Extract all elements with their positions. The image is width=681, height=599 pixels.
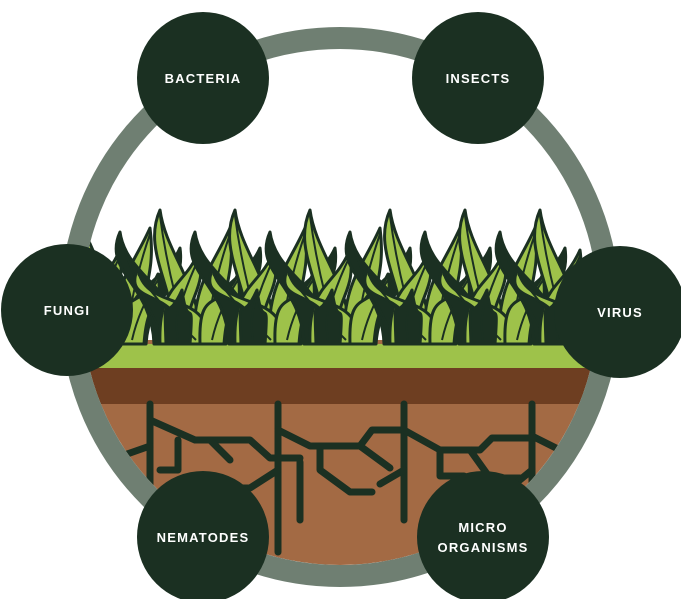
- lawn-illustration: [82, 208, 598, 565]
- node-micro-organisms: MICRO ORGANISMS: [417, 471, 549, 599]
- root-3: [156, 436, 182, 474]
- node-virus-circle: [554, 246, 681, 378]
- node-fungi-circle: [1, 244, 133, 376]
- node-micro-organisms-circle: [417, 471, 549, 599]
- ground-line: [82, 344, 598, 368]
- node-micro-organisms-label-line-1: MICRO: [458, 520, 507, 535]
- grass-vein-32: [325, 295, 333, 341]
- node-fungi-label: FUNGI: [44, 303, 90, 318]
- grass-blade-32: [313, 288, 343, 346]
- grass-vein-24: [250, 295, 258, 341]
- node-fungi: FUNGI: [1, 244, 133, 376]
- root-7: [316, 442, 376, 496]
- node-nematodes-label: NEMATODES: [157, 530, 250, 545]
- node-insects-label: INSECTS: [446, 71, 511, 86]
- grass-vein-16: [175, 295, 183, 341]
- node-virus-label: VIRUS: [597, 305, 643, 320]
- node-insects: INSECTS: [412, 12, 544, 144]
- root-11: [400, 426, 534, 454]
- grass-blade-40: [393, 288, 423, 346]
- node-bacteria-circle: [137, 12, 269, 144]
- node-micro-organisms-label-line-2: ORGANISMS: [438, 540, 529, 555]
- grass-blade-16: [163, 288, 193, 346]
- grass-blade-48: [468, 288, 498, 346]
- roots-group: [106, 400, 594, 556]
- root-18: [206, 436, 234, 464]
- node-nematodes-circle: [137, 471, 269, 599]
- node-bacteria: BACTERIA: [137, 12, 269, 144]
- grass-vein-48: [480, 295, 488, 341]
- node-bacteria-label: BACTERIA: [165, 71, 242, 86]
- root-12: [436, 446, 468, 480]
- grass-blade-24: [238, 288, 268, 346]
- grass-vein-40: [405, 295, 413, 341]
- root-13: [376, 466, 408, 488]
- node-virus: VIRUS: [554, 246, 681, 378]
- node-insects-circle: [412, 12, 544, 144]
- node-nematodes: NEMATODES: [137, 471, 269, 599]
- topsoil-layer: [82, 368, 598, 404]
- root-19: [356, 442, 394, 472]
